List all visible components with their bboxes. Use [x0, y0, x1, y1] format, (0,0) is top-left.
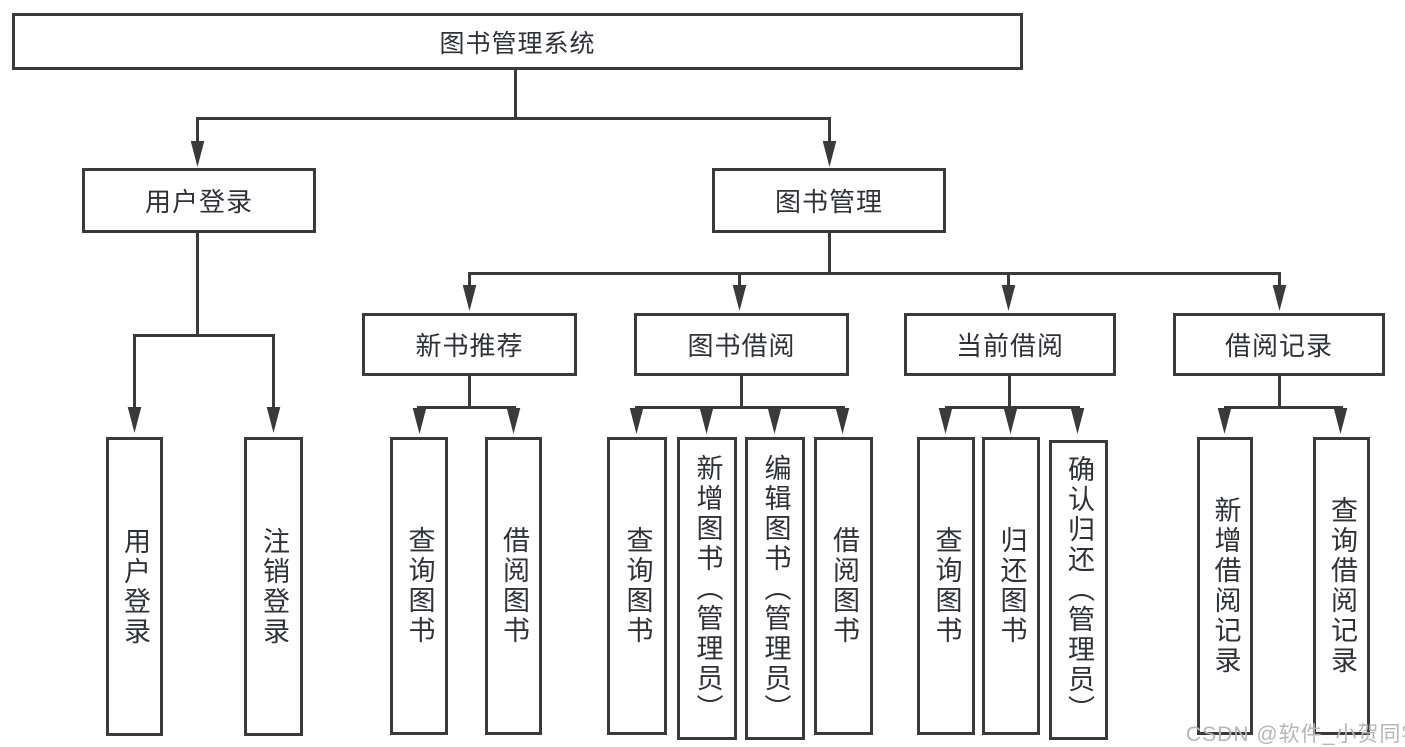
- connector-line: [133, 334, 136, 409]
- watermark: CSDN @软件_小贺同学: [1186, 723, 1405, 746]
- leaf-br-add-record-label: 新增借阅记录: [1210, 496, 1241, 676]
- arrowhead-down-icon: [1003, 408, 1018, 434]
- connector-line: [635, 406, 845, 409]
- connector-line: [1007, 272, 1010, 287]
- leaf-bb-query-book-label: 查询图书: [622, 526, 653, 646]
- arrowhead-down-icon: [767, 408, 782, 434]
- leaf-bb-edit-book-label: 编辑图书（管理员）: [760, 453, 791, 724]
- arrowhead-down-icon: [190, 141, 205, 167]
- leaf-bb-borrow-book: 借阅图书: [814, 437, 873, 735]
- arrowhead-down-icon: [127, 407, 142, 433]
- leaf-cb-confirm-return-label: 确认归还（管理员）: [1064, 455, 1094, 725]
- leaf-user-login: 用户登录: [106, 437, 163, 736]
- connector-line: [468, 272, 1281, 275]
- node-new-book-recommend: 新书推荐: [362, 313, 577, 376]
- connector-line: [196, 117, 831, 120]
- connector-line: [272, 334, 275, 409]
- leaf-nb-borrow-book: 借阅图书: [485, 437, 542, 735]
- arrowhead-down-icon: [835, 408, 850, 434]
- leaf-bb-add-book: 新增图书（管理员）: [677, 437, 737, 740]
- node-root: 图书管理系统: [12, 13, 1023, 70]
- arrowhead-down-icon: [699, 408, 714, 434]
- connector-line: [945, 406, 1080, 409]
- leaf-cb-return-book: 归还图书: [982, 437, 1040, 735]
- leaf-bb-query-book: 查询图书: [607, 437, 667, 735]
- connector-line: [196, 233, 199, 337]
- connector-line: [740, 376, 743, 409]
- arrowhead-down-icon: [412, 408, 427, 434]
- node-current-borrow: 当前借阅: [904, 313, 1116, 376]
- arrowhead-down-icon: [1070, 408, 1085, 434]
- leaf-cb-return-book-label: 归还图书: [996, 526, 1027, 646]
- arrowhead-down-icon: [1333, 408, 1348, 434]
- leaf-user-login-label: 用户登录: [120, 526, 150, 647]
- leaf-bb-edit-book: 编辑图书（管理员）: [745, 437, 805, 740]
- connector-line: [468, 272, 471, 287]
- node-book-management-label: 图书管理: [774, 187, 883, 217]
- leaf-br-query-record-label: 查询借阅记录: [1327, 496, 1357, 676]
- arrowhead-down-icon: [506, 408, 521, 434]
- arrowhead-down-icon: [462, 285, 477, 311]
- node-book-borrow: 图书借阅: [634, 313, 849, 376]
- connector-line: [1008, 376, 1011, 409]
- arrowhead-down-icon: [1001, 285, 1016, 311]
- node-book-management: 图书管理: [712, 168, 946, 233]
- leaf-logout-label: 注销登录: [259, 526, 289, 647]
- connector-line: [1278, 376, 1281, 409]
- leaf-br-add-record: 新增借阅记录: [1197, 437, 1253, 735]
- leaf-cb-query-book: 查询图书: [917, 437, 975, 735]
- connector-line: [133, 334, 275, 337]
- arrowhead-down-icon: [629, 408, 644, 434]
- node-user-login-label: 用户登录: [144, 187, 253, 217]
- leaf-bb-add-book-label: 新增图书（管理员）: [692, 453, 723, 724]
- leaf-br-query-record: 查询借阅记录: [1313, 437, 1370, 735]
- leaf-nb-query-book: 查询图书: [390, 437, 448, 735]
- leaf-cb-confirm-return: 确认归还（管理员）: [1049, 440, 1108, 740]
- connector-line: [828, 117, 831, 143]
- arrowhead-down-icon: [938, 408, 953, 434]
- node-borrow-record: 借阅记录: [1173, 313, 1385, 376]
- node-new-book-recommend-label: 新书推荐: [415, 331, 524, 361]
- arrowhead-down-icon: [1217, 408, 1232, 434]
- leaf-nb-query-book-label: 查询图书: [404, 526, 435, 646]
- leaf-bb-borrow-book-label: 借阅图书: [829, 526, 859, 646]
- arrowhead-down-icon: [1272, 285, 1287, 311]
- node-user-login: 用户登录: [82, 168, 316, 233]
- connector-line: [468, 376, 471, 409]
- connector-line: [417, 406, 516, 409]
- node-borrow-record-label: 借阅记录: [1224, 331, 1333, 361]
- connector-line: [196, 117, 199, 143]
- leaf-cb-query-book-label: 查询图书: [931, 526, 962, 646]
- connector-line: [738, 272, 741, 287]
- arrowhead-down-icon: [266, 407, 281, 433]
- connector-line: [828, 233, 831, 275]
- leaf-logout: 注销登录: [244, 437, 303, 736]
- connector-line: [514, 70, 517, 120]
- node-book-borrow-label: 图书借阅: [687, 331, 796, 361]
- node-root-label: 图书管理系统: [439, 29, 596, 58]
- connector-line: [1224, 406, 1343, 409]
- arrowhead-down-icon: [822, 141, 837, 167]
- node-current-borrow-label: 当前借阅: [955, 331, 1064, 361]
- connector-line: [1278, 272, 1281, 287]
- leaf-nb-borrow-book-label: 借阅图书: [499, 526, 529, 646]
- arrowhead-down-icon: [732, 285, 747, 311]
